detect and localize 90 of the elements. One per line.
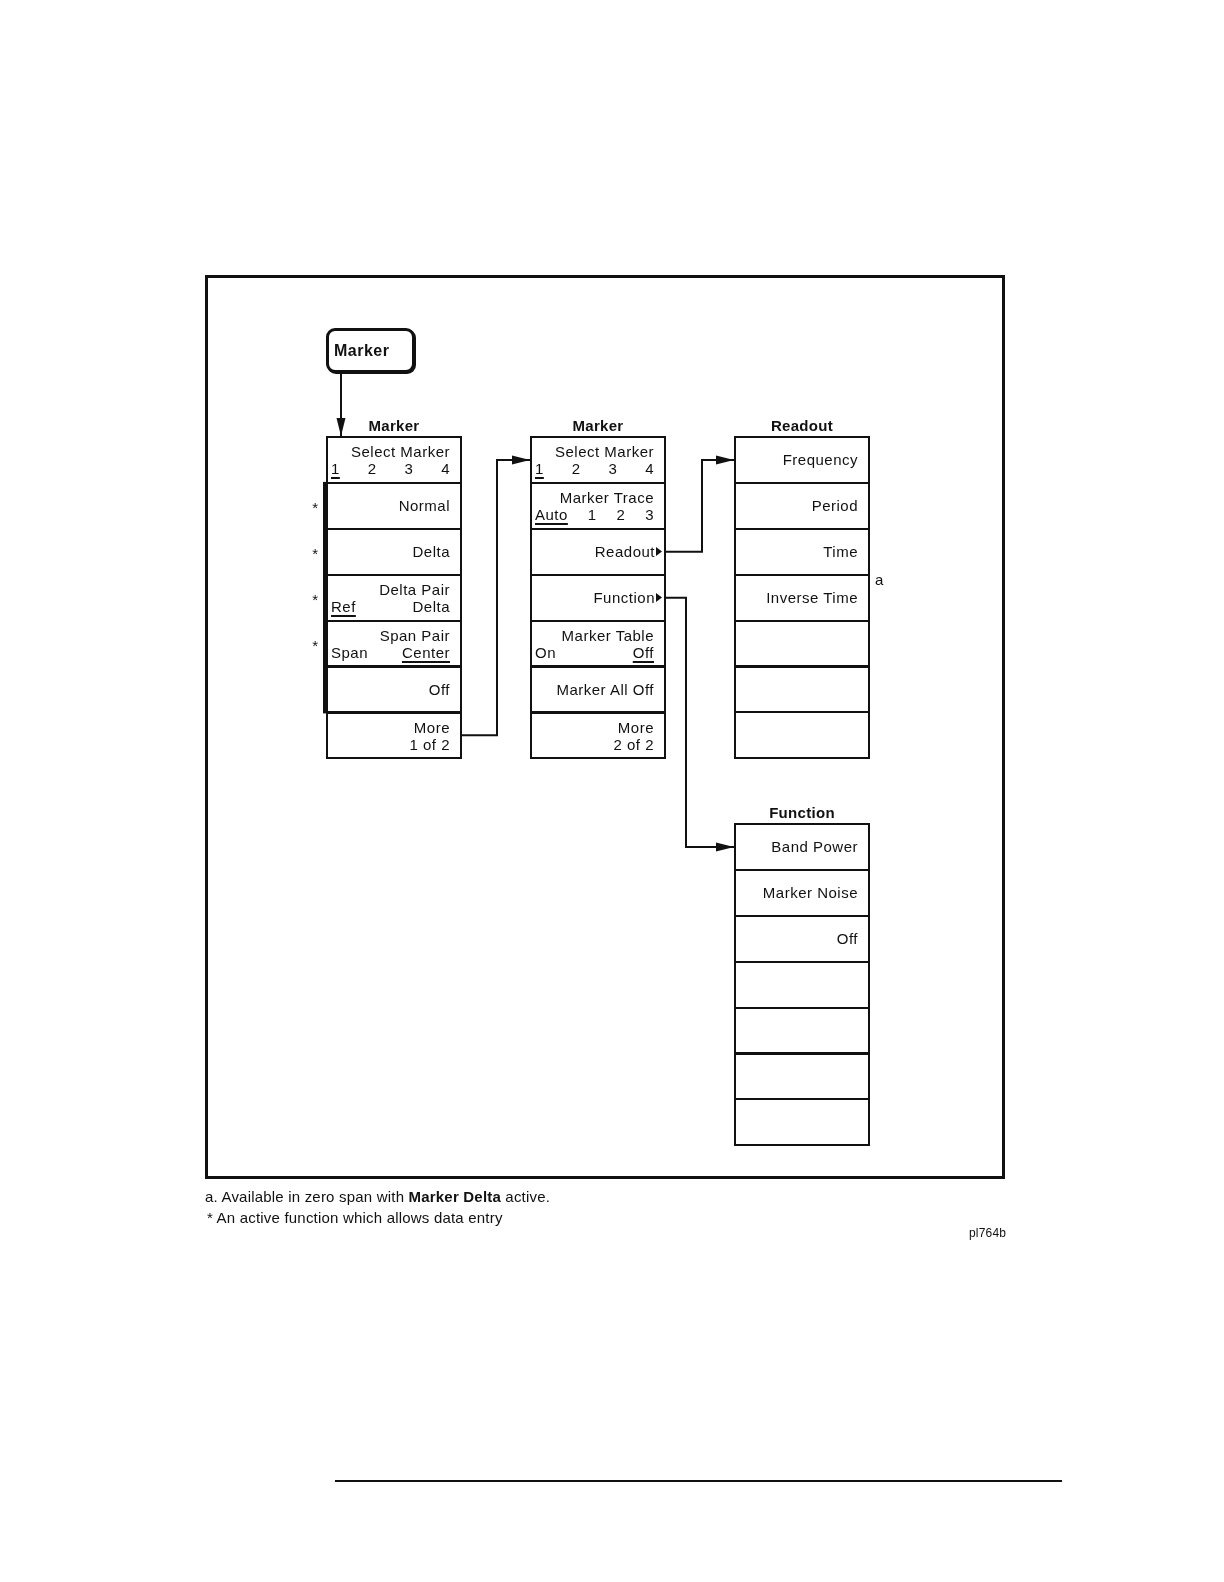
- asterisk-mark: *: [312, 499, 318, 515]
- softkey-label: Function: [593, 589, 655, 607]
- softkey: [734, 665, 870, 714]
- option-label: 2 of 2: [613, 735, 654, 753]
- softkey-label: Readout: [594, 543, 655, 561]
- softkey: [530, 573, 666, 622]
- softkey: [734, 711, 870, 760]
- softkey: [326, 665, 462, 714]
- menu-title: Readout: [770, 417, 834, 434]
- option-label: Span: [331, 643, 369, 661]
- option-label: 2: [616, 505, 626, 523]
- arrow: [665, 596, 735, 852]
- asterisk-mark: *: [312, 637, 318, 653]
- softkey-label: Inverse Time: [766, 589, 858, 607]
- option-label: 2: [367, 459, 377, 477]
- option-label: 1: [331, 459, 340, 477]
- softkey-label: Band Power: [771, 838, 858, 856]
- option-label: Off: [632, 643, 654, 661]
- option-label: 4: [645, 459, 654, 477]
- option-label: 3: [404, 459, 414, 477]
- option-label: 1: [535, 459, 544, 477]
- option-label: 1: [587, 505, 597, 523]
- softkey: [734, 436, 870, 484]
- softkey-label: Select Marker: [554, 442, 654, 460]
- softkey: [326, 573, 462, 622]
- arrow: [336, 372, 346, 437]
- softkey-label: More: [413, 718, 450, 736]
- option-label: 4: [441, 459, 450, 477]
- softkey-label: Delta: [412, 543, 450, 561]
- menu-title: Marker: [368, 417, 420, 434]
- softkey-label: Span Pair: [379, 626, 450, 644]
- softkey-label: More: [617, 718, 654, 736]
- softkey-label: Off: [836, 930, 858, 948]
- softkey: [326, 436, 462, 484]
- asterisk-mark: *: [312, 545, 318, 561]
- softkey: [530, 711, 666, 760]
- softkey-label: Time: [823, 543, 858, 561]
- softkey: [734, 481, 870, 530]
- menu-title: Marker: [572, 417, 624, 434]
- softkey-label: Select Marker: [350, 442, 450, 460]
- softkey: [734, 573, 870, 622]
- figure-id: pl764b: [969, 1225, 1007, 1242]
- softkey-menu: [734, 417, 870, 760]
- softkey: [326, 619, 462, 668]
- softkey-menu: [530, 417, 666, 760]
- softkey-label: Marker All Off: [556, 680, 654, 698]
- arrow: [461, 455, 531, 737]
- softkey: [530, 481, 666, 530]
- softkey-label: Marker Trace: [559, 488, 654, 506]
- softkey: [734, 914, 870, 963]
- option-label: Auto: [535, 505, 568, 523]
- softkey-label: Marker Table: [561, 626, 654, 644]
- softkey-label: Normal: [398, 497, 450, 515]
- softkey: [326, 527, 462, 576]
- softkey-menu: [734, 804, 870, 1147]
- option-label: Delta: [412, 597, 450, 615]
- option-label: 1 of 2: [409, 735, 450, 753]
- softkey: [326, 481, 462, 530]
- option-label: Center: [401, 643, 450, 661]
- softkey: [530, 665, 666, 714]
- softkey-menu: [326, 417, 462, 760]
- footnote-mark: a: [875, 571, 884, 587]
- softkey: [734, 960, 870, 1009]
- hardkey: Marker: [326, 328, 415, 373]
- footnote: a. Available in zero span with Marker Delta active.: [205, 1188, 551, 1205]
- softkey: [530, 619, 666, 668]
- arrow: [665, 455, 735, 553]
- softkey: [734, 1006, 870, 1055]
- softkey: [734, 868, 870, 917]
- softkey: [530, 436, 666, 484]
- softkey: [734, 1098, 870, 1147]
- softkey-label: Delta Pair: [379, 580, 450, 598]
- option-label: 3: [645, 505, 654, 523]
- option-label: On: [535, 643, 556, 661]
- softkey-label: Marker Noise: [762, 884, 858, 902]
- softkey: [734, 1052, 870, 1101]
- softkey: [734, 619, 870, 668]
- softkey: [734, 823, 870, 871]
- option-label: 2: [571, 459, 581, 477]
- softkey-label: Off: [428, 680, 450, 698]
- menu-title: Function: [769, 804, 835, 821]
- option-label: Ref: [331, 597, 356, 615]
- softkey: [530, 527, 666, 576]
- softkey: [326, 711, 462, 760]
- softkey-label: Period: [811, 497, 858, 515]
- softkey: [734, 527, 870, 576]
- softkey-label: Frequency: [782, 451, 858, 469]
- footnote: * An active function which allows data entry: [207, 1209, 503, 1226]
- option-label: 3: [608, 459, 618, 477]
- asterisk-mark: *: [312, 591, 318, 607]
